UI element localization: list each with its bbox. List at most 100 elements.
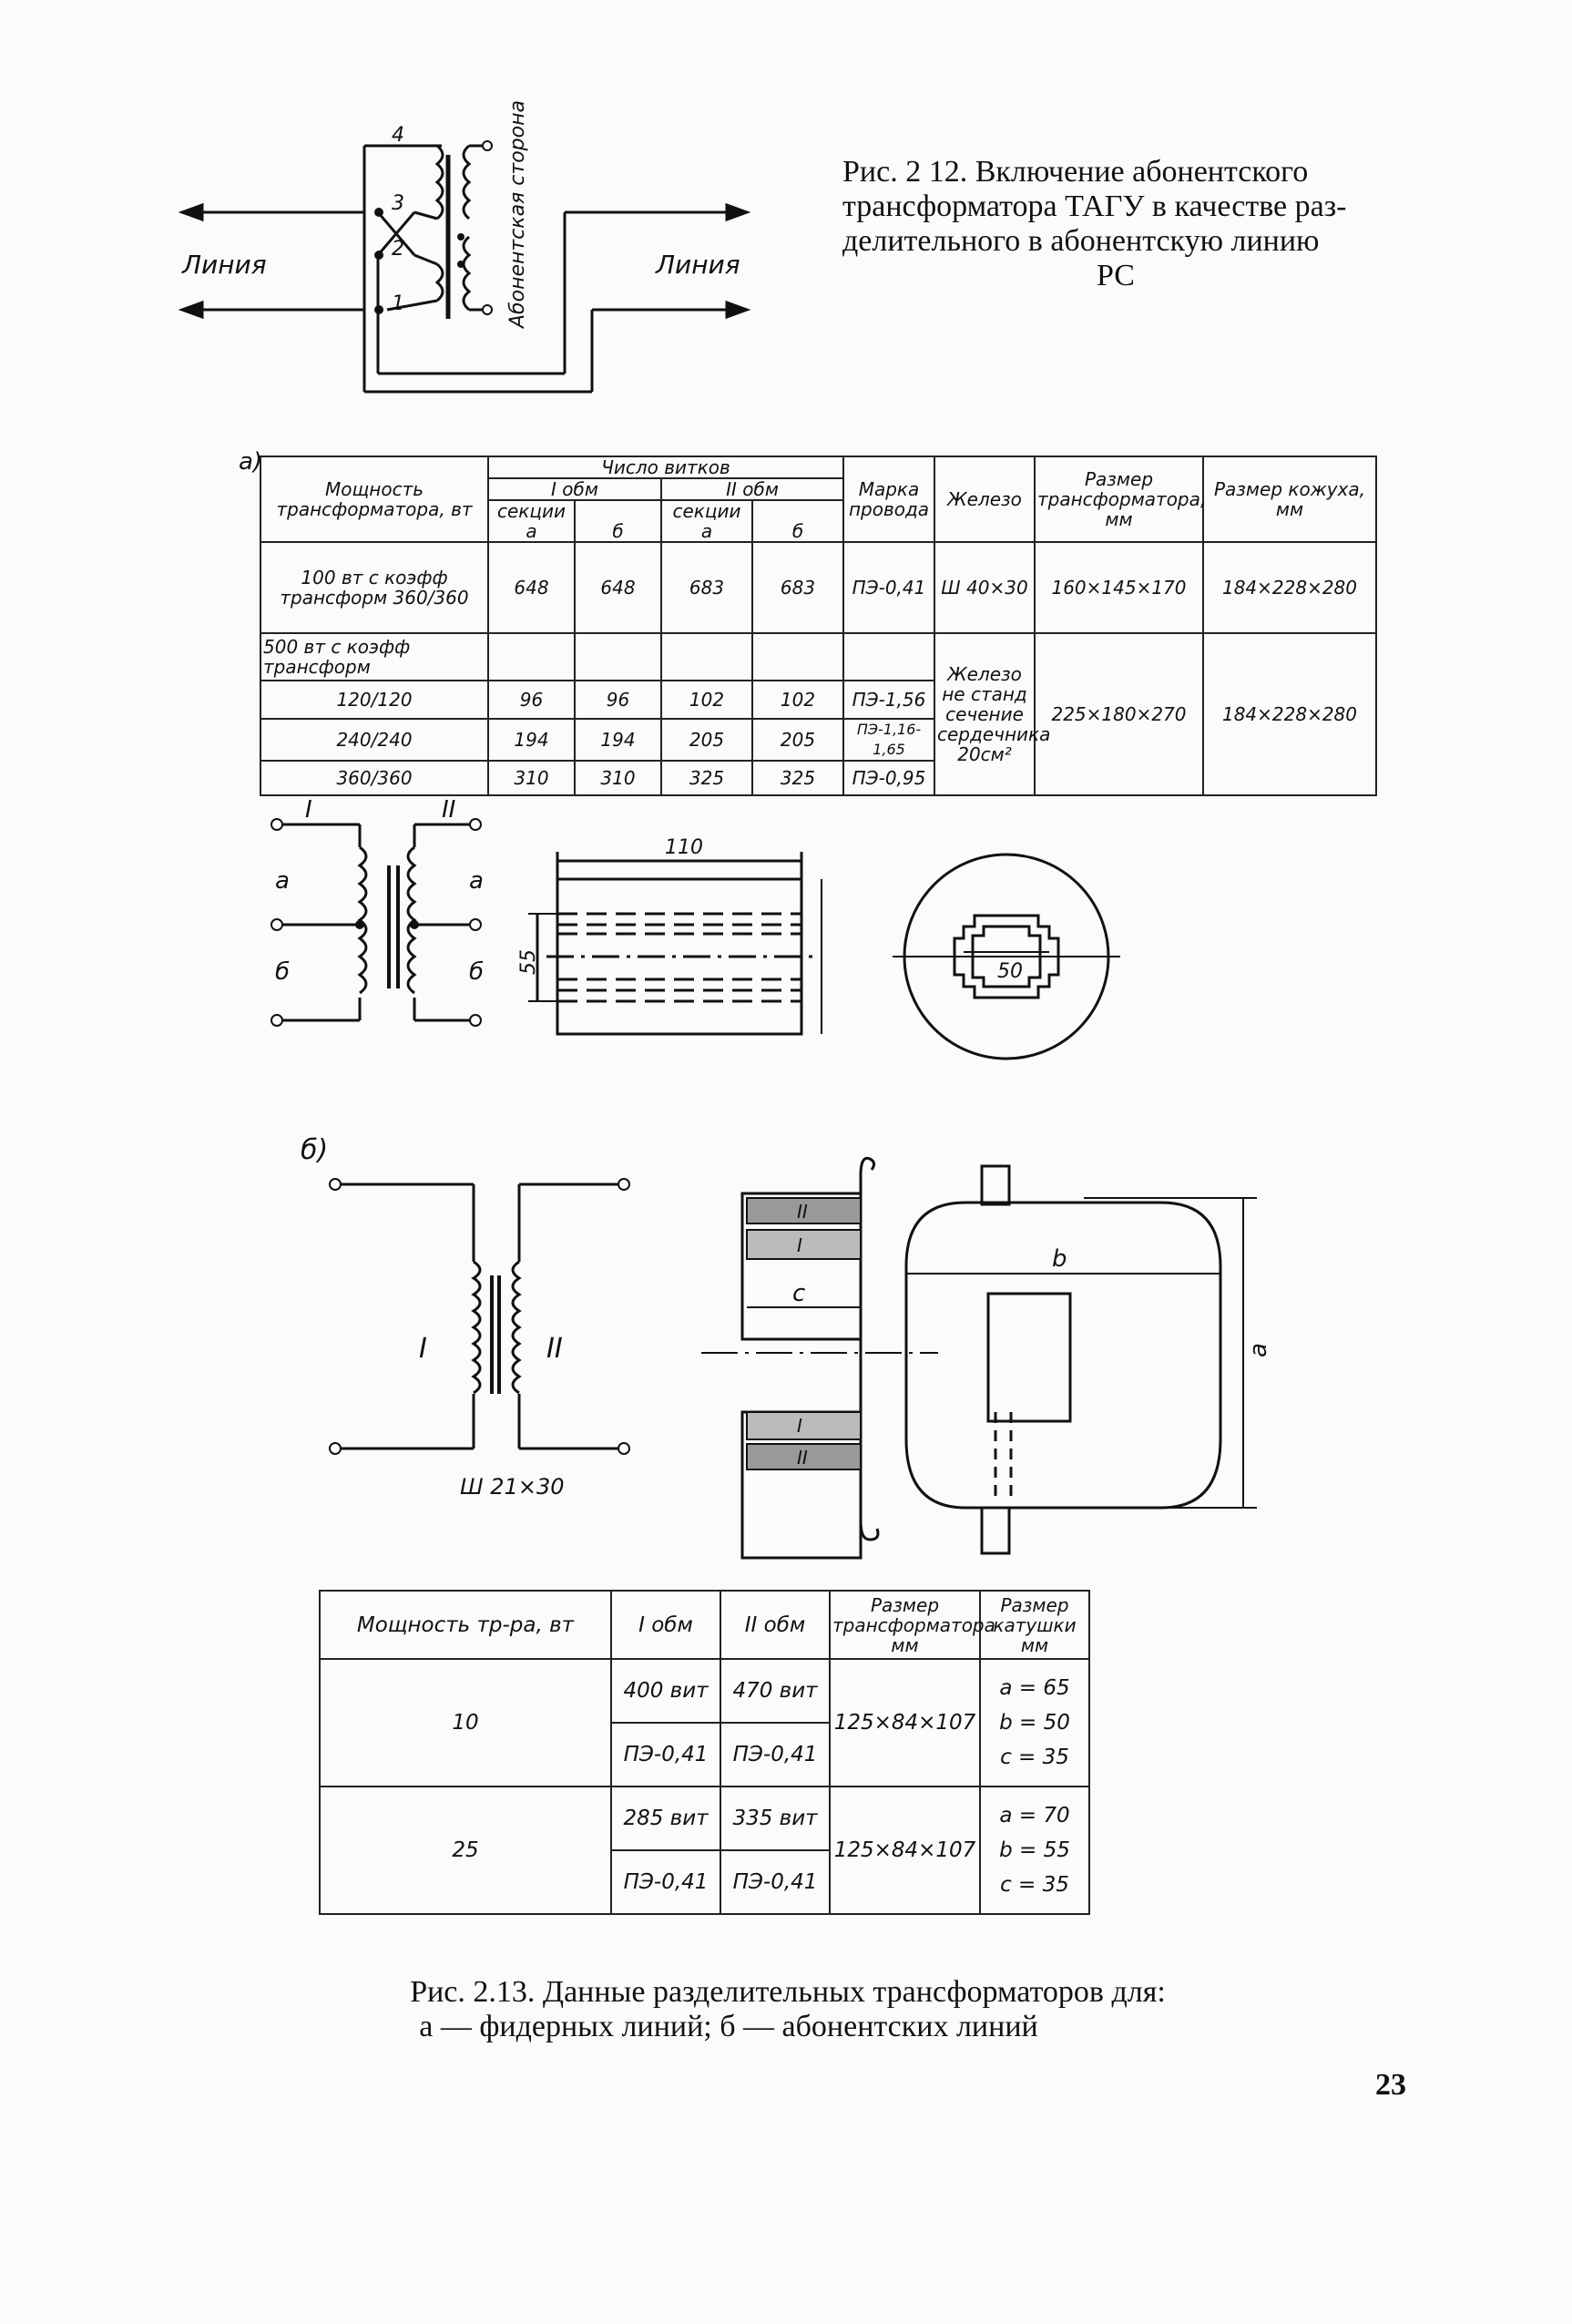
dim-core: 50 [997, 960, 1023, 983]
coil-label: I [797, 1234, 802, 1256]
header-transformer-size: Размер трансформатора мм [829, 1590, 995, 1660]
cell: 125×84×107 [829, 1658, 981, 1787]
cell: 648 [487, 541, 576, 634]
cell: 285 вит [610, 1786, 721, 1851]
cell: 325 [751, 760, 844, 796]
table-row: ПЭ-0,41 ПЭ-0,41 [320, 1849, 1089, 1915]
caption-line: РС [1096, 259, 1135, 292]
cell: 96 [574, 680, 662, 720]
cell: ПЭ-0,41 [610, 1849, 721, 1915]
table-a: Мощность трансформатора, вт Число витков… [260, 456, 1377, 796]
tap-a-right: а [469, 867, 484, 895]
cell-casing-size: 184×228×280 [1202, 632, 1377, 796]
cell: 310 [487, 760, 576, 796]
diagram-b-label: б) [301, 1134, 329, 1166]
section-b: б [791, 520, 804, 542]
dim-a: а [1245, 1343, 1272, 1357]
coil-dim: с = 35 [1000, 1873, 1069, 1897]
table-row: ПЭ-0,41 ПЭ-0,41 [320, 1722, 1089, 1787]
page-number: 23 [1375, 2068, 1406, 2102]
caption-line: делительного в абонентскую линию [842, 224, 1320, 258]
table-row: 25 285 вит 335 вит 125×84×107 а = 70 b =… [319, 1786, 1090, 1915]
line-right-label: Линия [655, 250, 740, 280]
cell-ratio: 240/240 [260, 718, 489, 762]
terminal-4: 4 [392, 124, 404, 147]
cell [487, 632, 576, 681]
table-a-label: а) [239, 448, 263, 476]
cell: ПЭ-1,16-1,65 [842, 718, 935, 762]
cell: 325 [660, 760, 753, 796]
cell-group-title: 500 вт с коэфф трансформ [260, 632, 489, 681]
winding-2-label: II [442, 796, 455, 824]
caption-line: Рис. 2.13. Данные разделительных трансфо… [410, 1975, 1166, 2009]
cell: 102 [751, 680, 844, 720]
cell: 648 [574, 541, 662, 634]
header-power: Мощность трансформатора, вт [260, 456, 489, 543]
header-casing-size: Размер кожуха, мм [1202, 456, 1377, 543]
cell: 470 вит [720, 1658, 831, 1724]
header-iron: Железо [934, 456, 1036, 543]
cell-coil-dims: а = 70 b = 55 с = 35 [979, 1786, 1090, 1915]
cell-ratio: 120/120 [260, 680, 489, 720]
cell-coil-dims: а = 65 b = 50 с = 35 [979, 1658, 1090, 1787]
header-transformer-size: Размер трансформатора, мм [1034, 456, 1206, 543]
cell-iron: Железо не станд сечение сердечника 20см² [934, 632, 1050, 796]
coil-dim: а = 65 [999, 1676, 1070, 1700]
cell: 205 [660, 718, 753, 762]
caption-line: Рис. 2 12. Включение абонентского [842, 155, 1309, 189]
cell: 683 [751, 541, 844, 634]
cell: 335 вит [720, 1786, 831, 1851]
coil-label: II [797, 1201, 808, 1223]
cell [751, 632, 844, 681]
table-row: 240/240 194 194 205 205 ПЭ-1,16-1,65 [260, 718, 1376, 762]
dim-height: 55 [517, 949, 540, 975]
fig-2-12-caption: Рис. 2 12. Включение абонентского трансф… [842, 155, 1444, 293]
caption-line: а — фидерных линий; б — абонентских лини… [419, 2010, 1038, 2043]
header-turns: Число витков [487, 456, 844, 479]
cell: ПЭ-0,41 [720, 1849, 831, 1915]
coil-label: II [797, 1447, 808, 1469]
diagram-b: I II Ш 21×30 II I I II с b а [329, 1156, 1272, 1560]
subscriber-side-label: Абонентская сторона [506, 100, 529, 330]
coil-dim: с = 35 [1000, 1746, 1069, 1769]
cell [842, 632, 935, 681]
core-type-label: Ш 21×30 [460, 1474, 564, 1500]
cell: ПЭ-0,41 [842, 541, 935, 634]
coil-label: I [797, 1415, 802, 1437]
fig-2-12-diagram: Линия Линия 4 3 2 1 Абонентская сторона [178, 100, 751, 394]
tap-b-left: б [275, 958, 290, 986]
cell: ПЭ-0,95 [842, 760, 935, 796]
table-b: Мощность тр-ра, вт I обм II обм Размер т… [319, 1590, 1090, 1915]
cell: ПЭ-0,41 [610, 1722, 721, 1787]
cell: 160×145×170 [1034, 541, 1204, 634]
header-winding-1: I обм [610, 1590, 721, 1660]
winding-2-label: II [546, 1333, 563, 1365]
tap-b-right: б [469, 958, 484, 986]
section-b: б [612, 520, 624, 542]
winding-1-label: I [419, 1333, 427, 1365]
cell-transformer-size: 225×180×270 [1034, 632, 1204, 796]
cell: 683 [660, 541, 753, 634]
cell: 194 [574, 718, 662, 762]
header-section-b: б [574, 499, 662, 543]
cell: 125×84×107 [829, 1786, 981, 1915]
tap-a-left: а [275, 867, 290, 895]
table-row: 360/360 310 310 325 325 ПЭ-0,95 [260, 760, 1376, 796]
table-row: 500 вт с коэфф трансформ Железо не станд… [260, 632, 1377, 796]
fig-2-13-caption: Рис. 2.13. Данные разделительных трансфо… [323, 1975, 1252, 2044]
header-winding-2: II обм [660, 477, 844, 501]
dim-c: с [792, 1280, 805, 1307]
header-winding-1: I обм [487, 477, 662, 501]
diagram-a: I II а б а б 110 55 50 [271, 796, 1120, 1060]
cell: 96 [487, 680, 576, 720]
coil-dim: b = 55 [999, 1838, 1070, 1862]
coil-dim: b = 50 [999, 1711, 1070, 1735]
cell: 205 [751, 718, 844, 762]
header-section-b: б [751, 499, 844, 543]
line-left-label: Линия [181, 250, 267, 280]
dim-length: 110 [665, 836, 703, 859]
cell: 310 [574, 760, 662, 796]
